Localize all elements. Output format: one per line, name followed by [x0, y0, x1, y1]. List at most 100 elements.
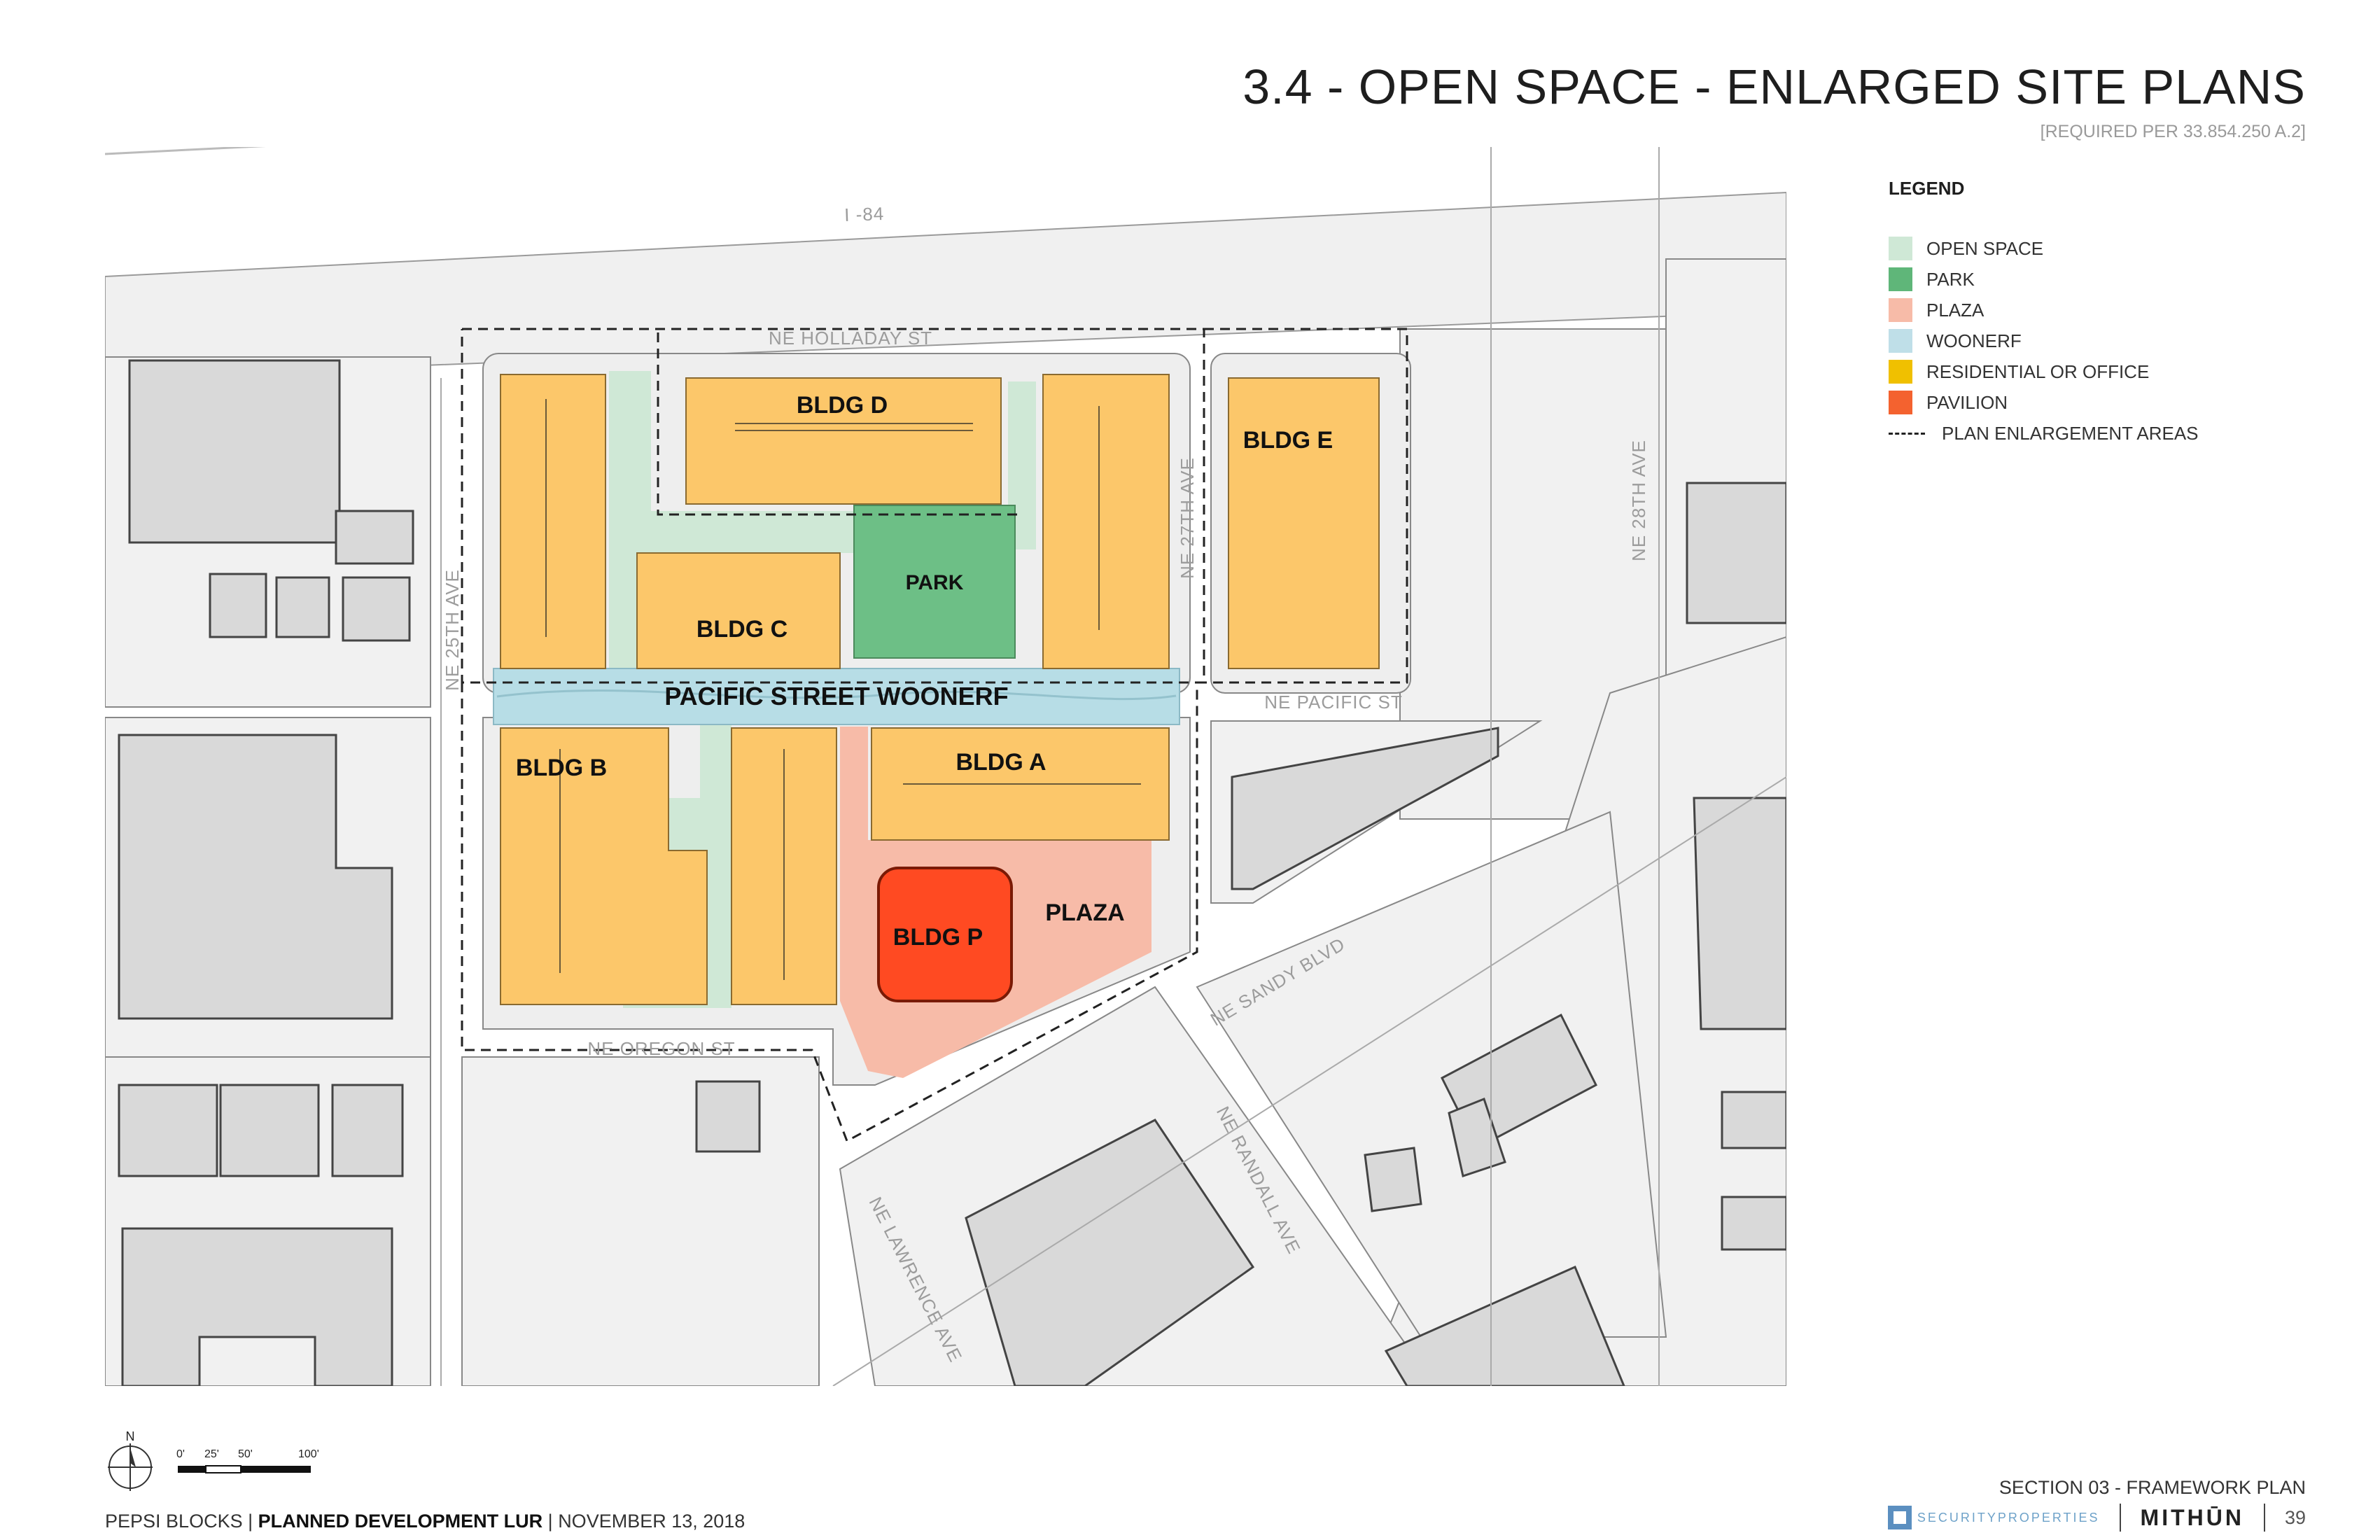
- label-plaza: PLAZA: [1045, 899, 1124, 926]
- plaza-swatch: [1889, 298, 1912, 322]
- street-label-27th: NE 27TH AVE: [1177, 457, 1198, 579]
- logo-divider: [2263, 1504, 2265, 1532]
- woonerf-swatch: [1889, 329, 1912, 353]
- legend-item-pavilion: PAVILION: [1889, 387, 2281, 418]
- label-park: PARK: [906, 571, 964, 594]
- scale-tick-label: 100': [298, 1448, 319, 1460]
- logo-divider: [2119, 1504, 2121, 1532]
- footer-section: SECTION 03 - FRAMEWORK PLAN: [1998, 1477, 2306, 1498]
- building-d: [685, 377, 1002, 505]
- street-label-holladay: NE HOLLADAY ST: [769, 328, 932, 349]
- street-label-oregon: NE OREGON ST: [587, 1038, 735, 1059]
- legend-label: WOONERF: [1926, 330, 2022, 351]
- existing-building: [121, 1227, 393, 1386]
- building-b: [500, 727, 708, 1005]
- legend-label: PAVILION: [1926, 391, 2008, 413]
- label-bldg-c: BLDG C: [696, 616, 788, 643]
- pavilion-swatch: [1889, 391, 1912, 414]
- enlargement-area-south: [461, 682, 1198, 1143]
- legend-item-plaza: PLAZA: [1889, 295, 2281, 326]
- label-bldg-p: BLDG P: [893, 924, 983, 951]
- street-edge: [832, 776, 1786, 1386]
- plan-enlargement-areas: [461, 328, 1408, 1143]
- scale-tick-label: 0': [176, 1448, 185, 1460]
- page-number: 39: [2284, 1506, 2306, 1528]
- sketch-line: [105, 147, 267, 155]
- legend-title: LEGEND: [1889, 178, 1965, 199]
- pavilion-building-p: [877, 867, 1013, 1002]
- legend-item-open-space: OPEN SPACE: [1889, 233, 2281, 264]
- north-pointer: [130, 1448, 136, 1467]
- existing-building: [342, 576, 411, 642]
- label-bldg-e: BLDG E: [1243, 427, 1333, 454]
- page-title: 3.4 - OPEN SPACE - ENLARGED SITE PLANS: [1242, 59, 2306, 114]
- label-bldg-a: BLDG A: [955, 749, 1046, 776]
- security-properties-icon: [1887, 1506, 1912, 1530]
- existing-building: [1384, 1266, 1625, 1386]
- existing-building: [275, 576, 330, 638]
- scale-segment: [241, 1466, 311, 1473]
- existing-building: [128, 359, 341, 544]
- legend-item-residential: RESIDENTIAL OR OFFICE: [1889, 356, 2281, 387]
- label-bldg-b: BLDG B: [516, 755, 607, 781]
- enlargement-area-east: [1204, 328, 1408, 684]
- footer-project: PEPSI BLOCKS | PLANNED DEVELOPMENT LUR |…: [105, 1511, 745, 1532]
- mithun-logo: MITHŪN: [2140, 1504, 2244, 1530]
- footer-divider: |: [547, 1511, 559, 1532]
- security-properties-logo: SECURITYPROPERTIES: [1887, 1506, 2100, 1530]
- scale-bar: 0' 25' 50' 100': [176, 1448, 319, 1474]
- park: [853, 505, 1016, 659]
- existing-building: [965, 1119, 1255, 1386]
- residential-swatch: [1889, 360, 1912, 384]
- legend-item-enlargement: PLAN ENLARGEMENT AREAS: [1889, 418, 2281, 449]
- footer-date: NOVEMBER 13, 2018: [558, 1511, 746, 1532]
- security-properties-text: SECURITYPROPERTIES: [1917, 1510, 2100, 1525]
- legend-item-woonerf: WOONERF: [1889, 326, 2281, 356]
- label-woonerf: PACIFIC STREET WOONERF: [664, 682, 1008, 710]
- scale-tick-label: 25': [204, 1448, 219, 1460]
- highway-band: [105, 191, 1786, 379]
- building-west: [500, 374, 606, 669]
- existing-building: [1721, 1196, 1786, 1251]
- existing-building: [331, 1084, 404, 1177]
- lot: [461, 1056, 820, 1386]
- existing-building: [1231, 727, 1499, 890]
- existing-building: [335, 510, 414, 565]
- existing-building: [1721, 1091, 1786, 1149]
- street-label-28th: NE 28TH AVE: [1628, 440, 1649, 561]
- scale-segment: [178, 1466, 206, 1473]
- street-label-pacific: NE PACIFIC ST: [1264, 692, 1402, 713]
- footer-project-name: PEPSI BLOCKS: [105, 1511, 243, 1532]
- footer-doc-name: PLANNED DEVELOPMENT LUR: [258, 1511, 543, 1532]
- legend-item-park: PARK: [1889, 264, 2281, 295]
- legend-label: PLAZA: [1926, 299, 1984, 321]
- site-plan-map: BLDG D BLDG E BLDG C PARK PACIFIC STREET…: [105, 147, 1786, 1386]
- footer-logos: SECURITYPROPERTIES MITHŪN 39: [1887, 1504, 2306, 1532]
- lot: [1196, 811, 1667, 1338]
- enlargement-area-inner: [657, 332, 1022, 516]
- legend-label: PLAN ENLARGEMENT AREAS: [1942, 422, 2199, 444]
- existing-building: [1693, 797, 1786, 1030]
- street-label-i84: I -84: [844, 203, 885, 225]
- existing-building: [209, 573, 267, 638]
- scale-segment: [205, 1465, 241, 1474]
- building-e: [1228, 377, 1380, 669]
- woonerf-line: [496, 690, 1177, 701]
- existing-building: [1686, 482, 1786, 624]
- existing-building: [118, 1084, 218, 1177]
- open-space-swatch: [1889, 237, 1912, 260]
- building-c: [636, 552, 841, 669]
- building-east-of-park: [1042, 374, 1170, 669]
- scale-tick-label: 50': [238, 1448, 253, 1460]
- park-swatch: [1889, 267, 1912, 291]
- street-label-25th: NE 25TH AVE: [442, 569, 463, 691]
- label-bldg-d: BLDG D: [797, 392, 888, 419]
- dashed-line-swatch: [1889, 432, 1925, 435]
- site-plan-svg: BLDG D BLDG E BLDG C PARK PACIFIC STREET…: [105, 147, 1786, 1386]
- legend-label: RESIDENTIAL OR OFFICE: [1926, 360, 2150, 382]
- existing-building: [219, 1084, 320, 1177]
- legend: LEGEND OPEN SPACE PARK PLAZA WOONERF RES…: [1889, 178, 2281, 449]
- existing-building: [1364, 1147, 1422, 1212]
- existing-building: [695, 1080, 761, 1153]
- existing-building: [118, 734, 393, 1020]
